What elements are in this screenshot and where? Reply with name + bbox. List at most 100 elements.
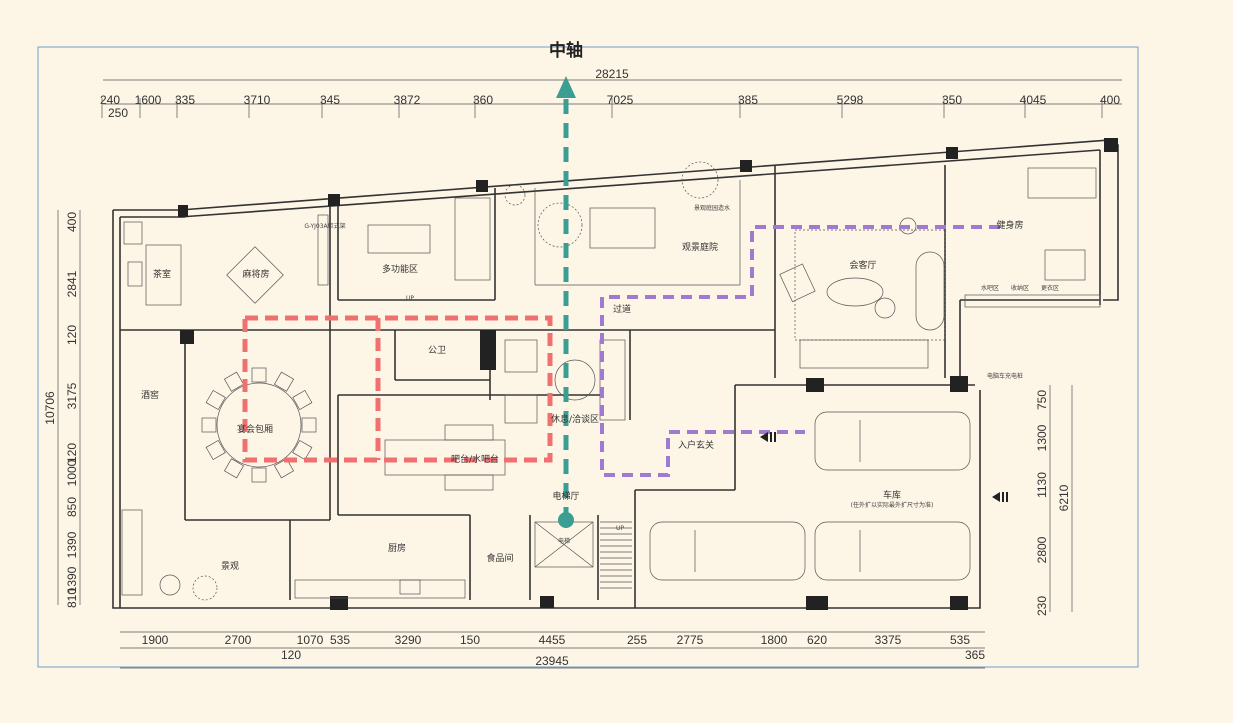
bottom-segment-dim: 1800 [761,633,788,647]
axis-title: 中轴 [549,40,583,61]
central-axis [556,76,576,528]
note-courtyard: 景观庭园造水 [694,204,730,212]
gym-furniture [964,167,1101,308]
room-entry: 入户玄关 [678,439,714,451]
room-labels: 茶室 麻将房 多功能区 观景庭院 会客厅 健身房 过道 公卫 休息/洽谈区 酒窖… [141,219,1024,572]
right-segment-dim: 1130 [1035,472,1049,498]
room-elevator-hall: 电梯厅 [552,490,579,502]
room-bar: 吧台/水吧台 [451,453,499,465]
left-segment-dim: 1390 [65,531,79,558]
left-segment-dim: 810 [65,588,79,608]
garage-cars [649,411,971,581]
room-pantry: 食品间 [486,552,513,564]
note-garage: (任外扩以实际最外扩尺寸为准) [851,501,934,509]
top-total-dim: 28215 [595,67,629,81]
right-total-dim: 6210 [1057,484,1071,511]
bottom-segment-dim: 150 [460,633,480,647]
room-garage: 车库 [883,489,901,501]
entry-arrows [760,432,1008,502]
bottom-segment-dim: 3290 [395,633,422,647]
room-banquet: 宴会包厢 [237,423,273,435]
meeting-room-furniture [779,217,946,369]
room-gym: 健身房 [996,219,1023,231]
note-gym-storage: 收纳区 [1011,284,1029,292]
bottom-dimensions: 1900 2700 1070 535 3290 150 4455 255 2775 1800 620… [120,631,985,669]
bottom-segment-dim: 3375 [875,633,902,647]
left-segment-dim: 120 [65,443,79,463]
left-segment-dim: 120 [65,325,79,345]
bottom-segment-dim: 2775 [677,633,704,647]
top-segment-dim: 400 [1100,93,1120,107]
bottom-segment-dim: 2700 [225,633,252,647]
bottom-extra-left-dim: 120 [281,648,301,662]
top-segment-dim: 1600 [135,93,162,107]
room-courtyard: 观景庭院 [682,241,718,253]
bottom-segment-labels: 1900 2700 1070 535 3290 150 4455 255 2775 1800 620… [142,633,971,647]
red-circulation-path [242,315,553,463]
bottom-segment-dim: 1070 [297,633,324,647]
multi-function-furniture [317,197,491,286]
top-segment-dim: 5298 [837,93,864,107]
kitchen-furniture [121,509,466,599]
room-kitchen: 厨房 [388,542,406,554]
note-gym-change: 更衣区 [1041,284,1059,292]
annotation-notes: 水吧区 收纳区 更衣区 (任外扩以实际最外扩尺寸为准) 电脑车充电桩 景观庭园造… [304,204,1059,545]
bottom-segment-dim: 255 [627,633,647,647]
top-extra-dim: 250 [108,106,128,120]
top-segment-dim: 345 [320,93,340,107]
right-segment-dim: 230 [1035,596,1049,616]
top-segment-dim: 360 [473,93,493,107]
landscape-features [159,574,218,601]
room-wc: 公卫 [428,345,446,356]
drawing-frame [37,46,1139,668]
tea-room-furniture [123,221,182,306]
elevator-and-stairs [534,521,632,589]
note-charger: 电脑车充电桩 [987,372,1023,380]
bottom-extra-right-dim: 365 [965,648,985,662]
note-gym-water: 水吧区 [981,284,999,292]
mahjong-table [226,246,284,304]
right-segment-dim: 750 [1035,390,1049,410]
room-wine: 酒窖 [141,389,159,401]
room-mahjong: 麻将房 [242,268,269,280]
top-segment-dim: 3872 [394,93,421,107]
left-segment-dim: 1390 [65,566,79,593]
left-segment-dim: 1000 [65,459,79,486]
bottom-segment-dim: 535 [330,633,350,647]
banquet-table [201,367,317,483]
bottom-total-dim: 23945 [535,654,569,668]
bottom-segment-dim: 1900 [142,633,169,647]
structural-columns [178,138,1118,610]
exterior-walls [112,139,1119,609]
purple-circulation-path [600,225,1000,477]
bottom-segment-dim: 620 [807,633,827,647]
top-segment-dim: 4045 [1020,93,1047,107]
note-up1: UP [406,295,414,302]
room-rest: 休息/洽谈区 [551,413,599,425]
room-tea: 茶室 [153,268,171,280]
top-segment-dim: 3710 [244,93,271,107]
left-total-dim: 10706 [43,391,57,425]
left-dimensions: 10706 4002841120317512010008501390139081… [43,210,81,608]
room-meeting: 会客厅 [849,259,876,271]
room-passage: 过道 [613,303,631,315]
right-segment-dim: 1300 [1035,424,1049,451]
top-segment-dim: 385 [738,93,758,107]
note-up2: UP [616,525,624,532]
left-segment-dim: 850 [65,497,79,517]
bottom-segment-dim: 4455 [539,633,566,647]
left-segment-dim: 400 [65,212,79,232]
left-segment-dim: 3175 [65,382,79,409]
note-elevator: 电梯 [558,537,570,545]
room-landscape: 景观 [221,561,239,572]
left-segment-dim: 2841 [65,270,79,297]
top-segment-dim: 335 [175,93,195,107]
top-segment-dim: 240 [100,93,120,107]
bottom-segment-dim: 535 [950,633,970,647]
courtyard-features [504,161,719,249]
